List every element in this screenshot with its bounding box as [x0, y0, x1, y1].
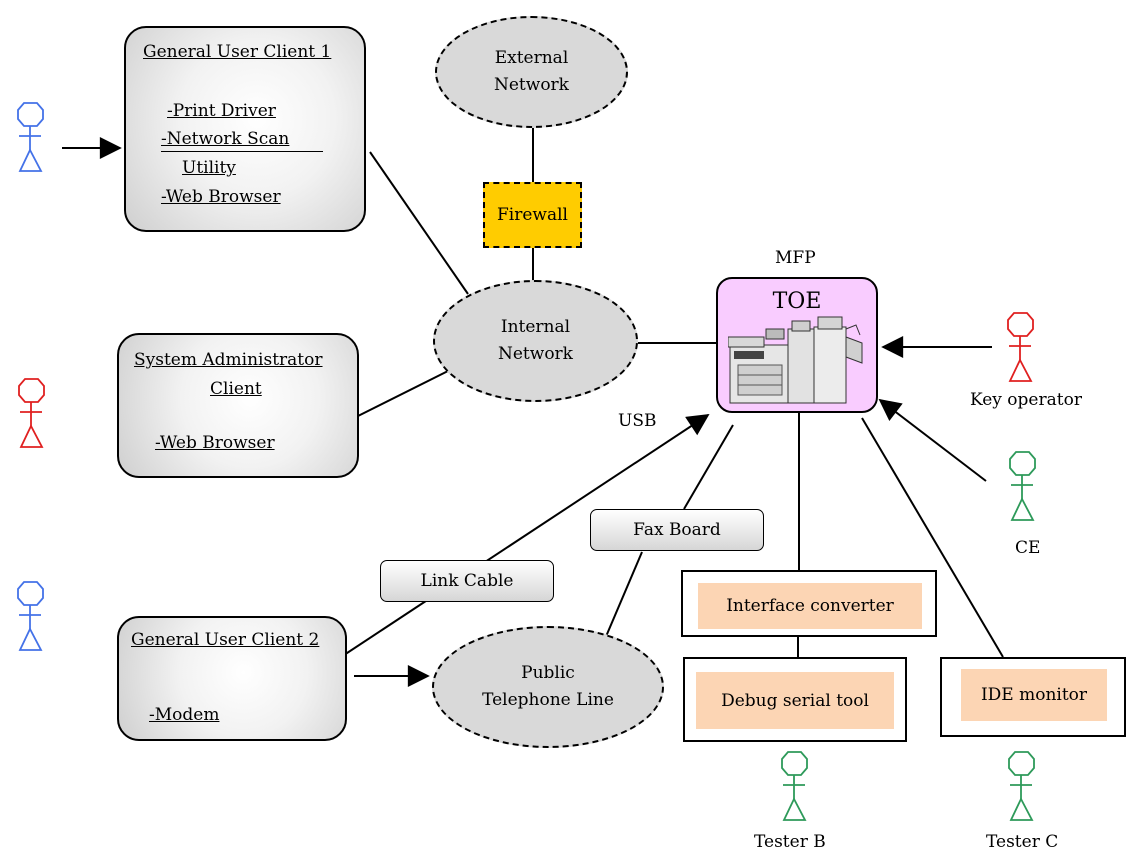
telephone-label-1: Public [521, 662, 575, 683]
system-administrator-client-box: System Administrator Client -Web Browser [117, 333, 359, 478]
interface-converter-box: Interface converter [698, 583, 922, 629]
external-network-label-2: Network [494, 75, 569, 95]
admin-title-line2: Client [210, 379, 262, 399]
debug-serial-tool-frame: Debug serial tool [683, 657, 907, 742]
mfp-caption: MFP [775, 248, 816, 268]
firewall-box: Firewall [483, 182, 582, 248]
tester-c-icon [1008, 751, 1035, 821]
tester-c-label: Tester C [986, 832, 1059, 852]
internal-network-ellipse: Internal Network [433, 280, 638, 402]
general-user-client-1-box: General User Client 1 -Print Driver -Net… [124, 26, 366, 232]
general-user-client-2-box: General User Client 2 -Modem [117, 616, 347, 741]
admin-item-web-browser: -Web Browser [155, 433, 275, 453]
line-admin-internal [357, 369, 451, 417]
arrow-client2-mfp-usb [340, 413, 710, 658]
client1-item-network-scan-underline [161, 151, 323, 152]
telephone-label-2: Telephone Line [482, 690, 614, 710]
client2-item-modem: -Modem [149, 705, 220, 725]
link-cable-label: Link Cable [420, 571, 514, 591]
client1-item-utility: Utility [182, 158, 236, 178]
client1-item-web-browser: -Web Browser [161, 187, 281, 207]
line-client1-internal [369, 151, 469, 295]
printer-icon [728, 316, 863, 404]
client1-item-print-driver: -Print Driver [167, 101, 276, 121]
line-mfp-ide [861, 417, 1004, 658]
toe-label: TOE [772, 289, 822, 314]
ide-monitor-frame: IDE monitor [940, 657, 1126, 737]
ce-icon [1009, 451, 1036, 521]
internal-network-label-1: Internal [500, 316, 571, 337]
interface-converter-frame: Interface converter [681, 570, 937, 637]
general-user-icon-1 [17, 102, 44, 172]
internal-network-label-2: Network [498, 344, 573, 364]
client2-title: General User Client 2 [131, 630, 320, 650]
interface-converter-label: Interface converter [726, 596, 894, 616]
external-network-label-1: External [494, 47, 569, 68]
external-network-ellipse: External Network [435, 16, 628, 128]
ce-label: CE [1015, 538, 1041, 558]
fax-board-box: Fax Board [590, 509, 764, 551]
admin-user-icon [18, 378, 45, 448]
mfp-toe-box: TOE [716, 277, 878, 413]
arrow-ce-mfp [878, 398, 987, 482]
debug-serial-tool-label: Debug serial tool [721, 690, 869, 711]
key-operator-label: Key operator [970, 390, 1082, 410]
client1-item-network-scan: -Network Scan [161, 129, 290, 149]
general-user-icon-2 [17, 581, 44, 651]
firewall-label: Firewall [497, 205, 568, 225]
ide-monitor-box: IDE monitor [961, 669, 1107, 721]
line-mfp-fax [683, 424, 734, 510]
link-cable-box: Link Cable [380, 560, 554, 602]
tester-b-icon [781, 751, 808, 821]
ide-monitor-label: IDE monitor [980, 685, 1088, 705]
admin-title-line1: System Administrator [134, 350, 323, 370]
tester-b-label: Tester B [754, 832, 826, 852]
public-telephone-line-ellipse: Public Telephone Line [432, 626, 664, 748]
client1-title: General User Client 1 [143, 42, 332, 62]
key-operator-icon [1007, 312, 1034, 382]
fax-board-label: Fax Board [633, 520, 721, 540]
usb-label: USB [618, 411, 657, 431]
debug-serial-tool-box: Debug serial tool [696, 672, 894, 729]
